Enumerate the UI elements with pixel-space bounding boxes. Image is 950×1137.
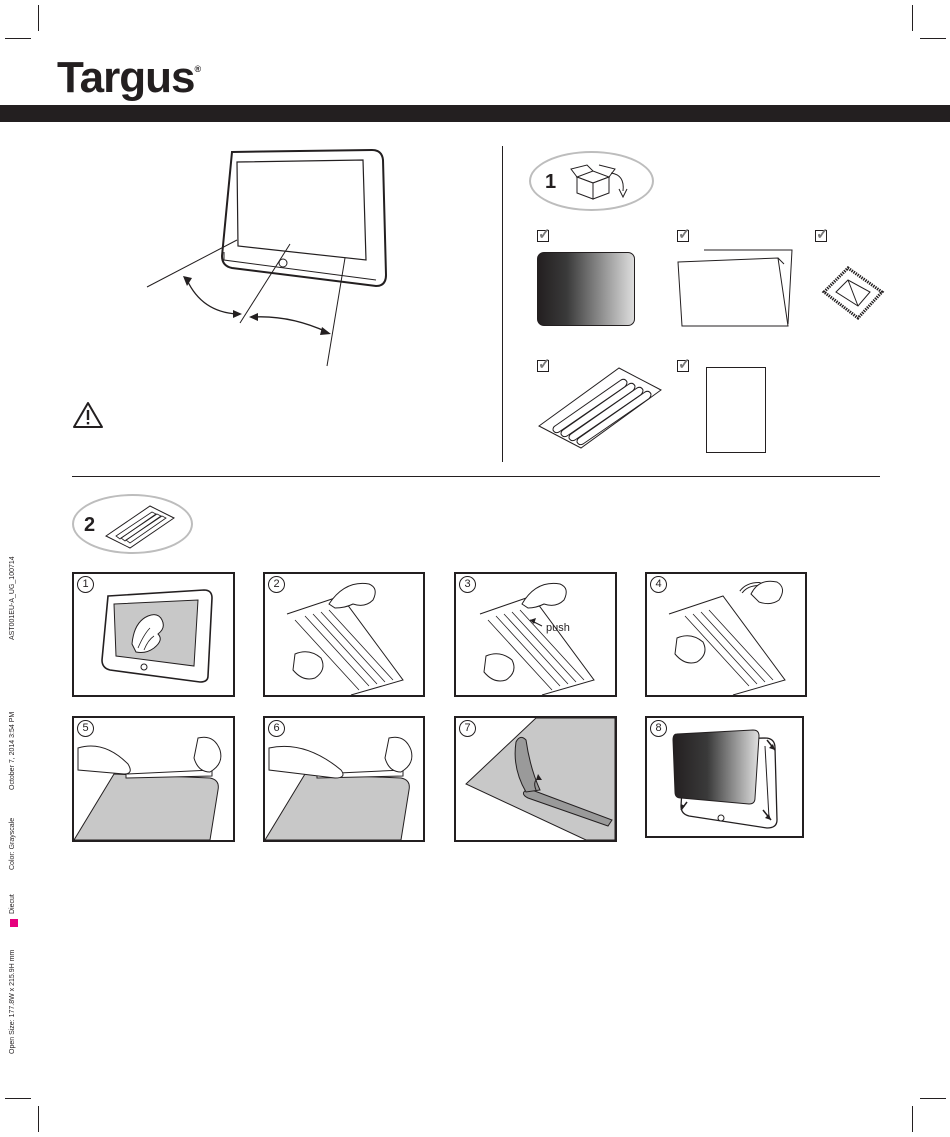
guide-card-icon <box>674 246 800 330</box>
step-number: 5 <box>77 720 94 737</box>
size-slug: Open Size: 177.8W x 215.9H mm <box>9 950 16 1054</box>
contents-badge: 1 <box>529 151 654 211</box>
adhesive-tabs-icon <box>535 360 665 452</box>
instruction-sheet-icon <box>706 367 766 453</box>
install-badge: 2 <box>72 494 193 554</box>
color-slug: Color: Grayscale <box>9 818 16 870</box>
header-band <box>0 105 950 122</box>
crop-mark <box>912 1106 913 1132</box>
remove-tab-icon <box>647 574 805 695</box>
job-slug: AST001EU-A_UG_100714 <box>9 556 16 640</box>
step-panel-1: 1 <box>72 572 235 697</box>
peel-tab-icon <box>265 574 423 695</box>
step-number: 8 <box>650 720 667 737</box>
diecut-swatch <box>10 919 18 927</box>
diecut-slug: Diecut <box>9 894 16 914</box>
step-panel-7: 7 <box>454 716 617 842</box>
attach-filter-icon <box>647 718 802 836</box>
step-panel-8: 8 <box>645 716 804 838</box>
crop-mark <box>38 5 39 31</box>
step-panel-6: 6 <box>263 716 425 842</box>
privacy-filter-icon <box>537 252 635 326</box>
push-label: push <box>546 622 570 634</box>
step-number: 6 <box>268 720 285 737</box>
fold-tab-icon <box>456 718 615 840</box>
push-tab-icon <box>456 574 615 695</box>
tablet-angle-diagram <box>140 140 390 370</box>
step-panel-2: 2 <box>263 572 425 697</box>
wipe-screen-icon <box>74 574 233 695</box>
crop-mark <box>920 1098 946 1099</box>
step-number: 1 <box>77 576 94 593</box>
step-number: 7 <box>459 720 476 737</box>
install-step-number: 2 <box>84 514 95 537</box>
crop-mark <box>5 38 31 39</box>
date-slug: October 7, 2014 3:54 PM <box>9 712 16 790</box>
check-mark: ✓ <box>816 227 829 242</box>
step-panel-4: 4 <box>645 572 807 697</box>
crop-mark <box>5 1098 31 1099</box>
crop-mark <box>920 38 946 39</box>
registered-mark: ® <box>194 64 201 74</box>
adhesive-tabs-icon <box>104 502 176 550</box>
open-box-icon <box>569 163 635 205</box>
check-mark: ✓ <box>538 227 551 242</box>
press-tab-icon <box>265 718 423 840</box>
check-icon: ✓ <box>677 230 689 242</box>
step-number: 2 <box>268 576 285 593</box>
crop-mark <box>38 1106 39 1132</box>
place-tab-icon <box>74 718 233 840</box>
crop-mark <box>912 5 913 31</box>
check-icon: ✓ <box>537 230 549 242</box>
check-mark: ✓ <box>678 357 691 372</box>
contents-step-number: 1 <box>545 171 556 194</box>
step-number: 3 <box>459 576 476 593</box>
brand-logo: Targus® <box>57 56 201 100</box>
step-panel-5: 5 <box>72 716 235 842</box>
step-panel-3: push 3 <box>454 572 617 697</box>
cleaning-cloth-icon <box>820 262 890 324</box>
warning-icon <box>72 401 104 429</box>
check-icon: ✓ <box>815 230 827 242</box>
column-divider <box>502 146 503 462</box>
check-icon: ✓ <box>677 360 689 372</box>
section-divider <box>72 476 880 477</box>
logo-text: Targus <box>57 53 194 102</box>
check-mark: ✓ <box>678 227 691 242</box>
step-number: 4 <box>650 576 667 593</box>
